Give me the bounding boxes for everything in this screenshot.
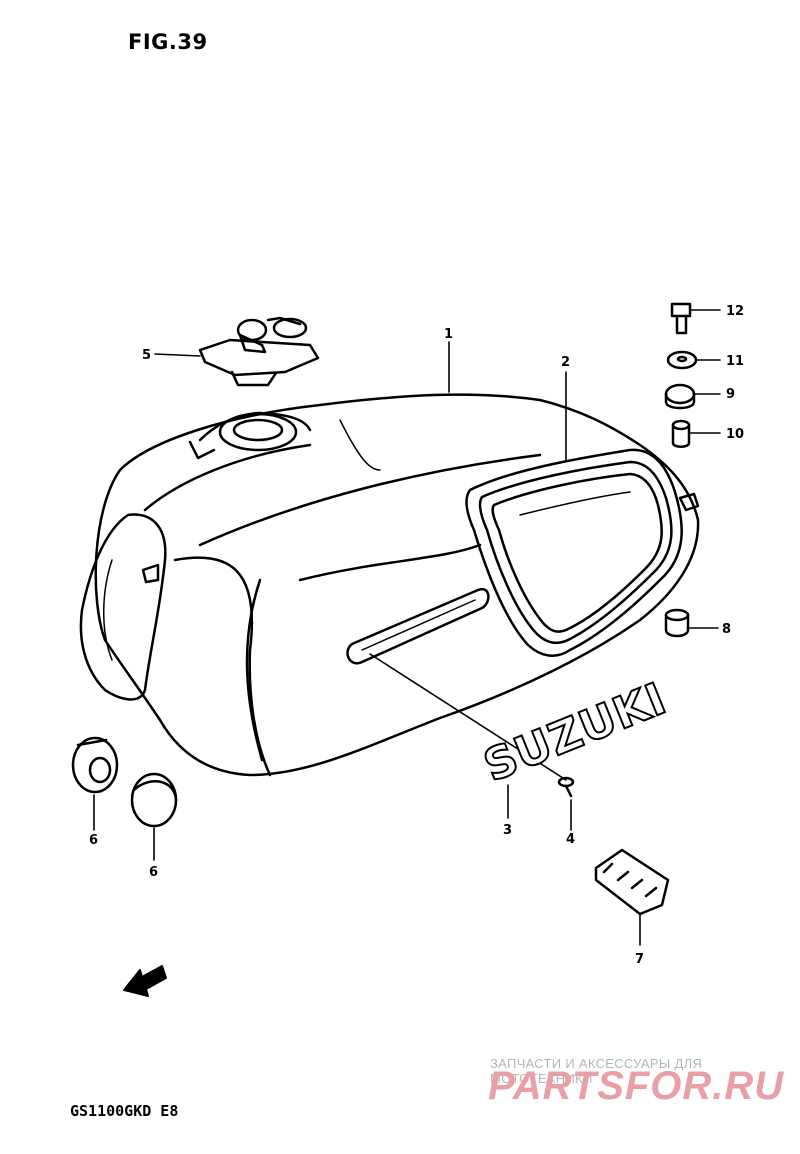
part-labels: 1 2 3 4 5 6 6 7 8 9 10 11 12 — [89, 304, 744, 967]
damper-left — [71, 736, 119, 794]
label-1: 1 — [444, 327, 453, 342]
cushion-8 — [664, 608, 690, 638]
figure-title: FIG.39 — [128, 30, 208, 54]
washer — [666, 350, 698, 370]
label-5: 5 — [142, 348, 151, 363]
label-6a: 6 — [89, 833, 98, 848]
label-7: 7 — [635, 952, 644, 967]
bolt — [670, 302, 692, 335]
fuel-tank — [79, 393, 700, 777]
spacer — [671, 419, 691, 448]
cushion — [594, 848, 670, 916]
label-4: 4 — [566, 832, 575, 847]
label-9: 9 — [726, 387, 735, 402]
model-code: GS1100GKD E8 — [70, 1102, 179, 1120]
watermark-brand-part1: PARTS — [488, 1064, 625, 1108]
watermark-brand-part2: FOR.RU — [624, 1064, 785, 1108]
watermark-brand[interactable]: PARTSFOR.RU — [488, 1064, 784, 1109]
cushion-9 — [664, 383, 696, 410]
leader-lines — [93, 309, 721, 946]
damper-right — [130, 772, 178, 828]
arrow-left-icon — [123, 965, 167, 997]
knee-pad — [465, 448, 683, 657]
label-12: 12 — [726, 304, 744, 319]
label-6b: 6 — [149, 865, 158, 880]
label-3: 3 — [503, 823, 512, 838]
fuel-cock — [198, 316, 320, 387]
label-11: 11 — [726, 354, 744, 369]
label-2: 2 — [561, 355, 570, 370]
label-10: 10 — [726, 427, 744, 442]
label-8: 8 — [722, 622, 731, 637]
watermark-tagline: ЗАПЧАСТИ И АКСЕССУАРЫ ДЛЯ МОТОТЕХНИКИ — [490, 1056, 703, 1086]
screw — [557, 776, 575, 798]
